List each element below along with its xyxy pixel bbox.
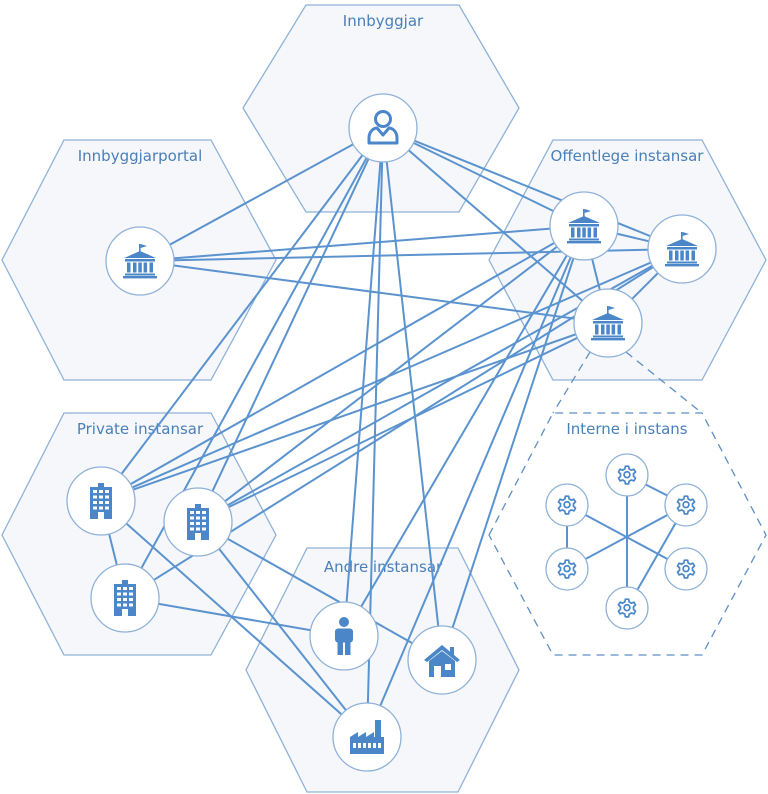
node-offentleg-2[interactable]	[647, 214, 717, 284]
edge	[100, 500, 368, 738]
node-andre-factory[interactable]	[332, 702, 402, 772]
node-internal-gear-2[interactable]	[545, 483, 589, 527]
node-offentleg-1[interactable]	[549, 191, 619, 261]
edge	[197, 225, 585, 523]
label-offentlege: Offentlege instansar	[551, 147, 705, 165]
edge	[382, 127, 585, 227]
edge	[382, 127, 609, 324]
edge	[382, 127, 443, 661]
office-building-icon	[187, 504, 209, 540]
edge	[139, 225, 585, 262]
label-internt: Interne i instans	[566, 420, 687, 438]
office-building-icon	[90, 483, 112, 519]
edge	[124, 597, 345, 637]
edge	[139, 127, 384, 262]
node-internal-gear-1[interactable]	[605, 453, 649, 497]
label-innbyggjar: Innbyggjar	[343, 12, 424, 30]
node-private-1[interactable]	[66, 466, 136, 536]
edge	[566, 504, 687, 570]
edge	[441, 225, 585, 661]
node-offentleg-3[interactable]	[573, 288, 643, 358]
edge-dashed	[552, 351, 591, 414]
edge	[197, 322, 609, 523]
node-andre-person[interactable]	[309, 601, 379, 671]
edge	[100, 225, 585, 502]
edge	[100, 127, 384, 502]
node-andre-house[interactable]	[407, 625, 477, 695]
label-innbyggjarportal: Innbyggjarportal	[78, 147, 203, 165]
node-innbyggjarportal[interactable]	[105, 226, 175, 296]
node-internal-gear-4[interactable]	[545, 547, 589, 591]
label-private: Private instansar	[77, 420, 204, 438]
edge	[197, 521, 368, 738]
edge	[139, 260, 609, 324]
node-private-3[interactable]	[90, 563, 160, 633]
node-internal-gear-5[interactable]	[664, 547, 708, 591]
edge-dashed	[625, 351, 703, 414]
office-building-icon	[114, 580, 136, 616]
edge	[343, 127, 384, 637]
node-internal-gear-3[interactable]	[664, 483, 708, 527]
node-private-2[interactable]	[163, 487, 233, 557]
edge	[382, 127, 683, 250]
node-innbyggjar[interactable]	[348, 93, 418, 163]
hex-andre	[245, 547, 520, 793]
edge	[197, 521, 443, 661]
edge	[366, 225, 585, 738]
node-internal-gear-6[interactable]	[605, 586, 649, 630]
edge	[100, 248, 683, 502]
hex-offentlege	[488, 139, 767, 381]
edge	[100, 322, 609, 502]
edge	[343, 225, 585, 637]
